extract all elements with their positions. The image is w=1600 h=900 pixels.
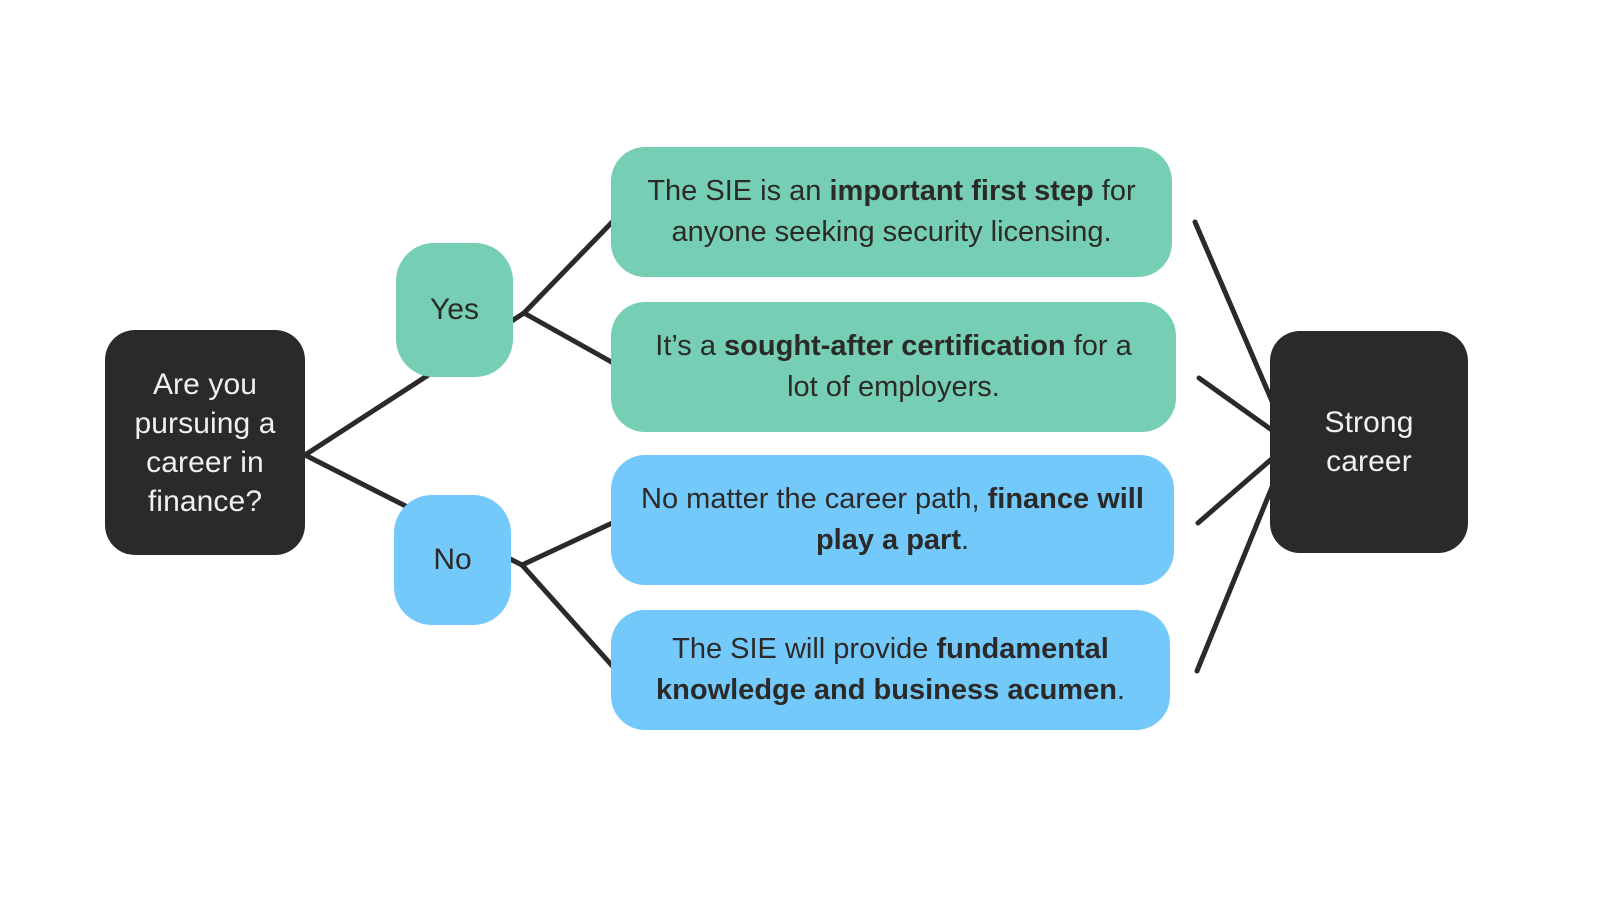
message-segment-plain: for anyone seeking security licensing. — [671, 175, 1136, 248]
message-box-finance-will-play-a-part[interactable]: No matter the career path, finance will … — [611, 455, 1174, 585]
message-segment-plain: for a lot of employers. — [787, 330, 1132, 403]
start-node[interactable]: Are you pursuing a career in finance? — [105, 330, 305, 555]
message-segment-plain: . — [961, 524, 970, 556]
message-segment-bold: sought-after certification — [724, 330, 1066, 363]
message-segment-plain: The SIE is an — [647, 175, 830, 208]
message-box-sought-after-certification[interactable]: It’s a sought-after certification for a … — [611, 302, 1176, 432]
start-node-label: Are you pursuing a career in finance? — [134, 365, 275, 521]
message-segment-plain: No matter the career path, — [641, 483, 988, 516]
message-segment-plain: It’s a — [655, 330, 725, 363]
message-text: The SIE will provide fundamental knowled… — [637, 629, 1144, 710]
edge-no-to-message-3 — [519, 515, 626, 568]
branch-node-no-label: No — [433, 543, 472, 576]
start-node-line-2: pursuing a — [134, 406, 276, 440]
start-node-line-4: finance? — [147, 484, 263, 518]
message-segment-plain: . — [1116, 674, 1125, 706]
message-segment-bold: fundamental knowledge and business acume… — [656, 633, 1117, 706]
message-text: The SIE is an important first step for a… — [637, 171, 1146, 252]
end-node-line-1: Strong — [1324, 406, 1414, 439]
message-box-sie-first-step[interactable]: The SIE is an important first step for a… — [611, 147, 1172, 277]
end-node[interactable]: Strong career — [1270, 331, 1468, 553]
branch-node-yes[interactable]: Yes — [396, 243, 513, 377]
message-segment-plain: The SIE will provide — [672, 633, 937, 666]
edge-no-to-message-4 — [519, 562, 619, 673]
branch-node-yes-label: Yes — [430, 293, 479, 326]
edge-yes-to-message-2 — [521, 310, 627, 372]
edge-yes-to-message-1 — [521, 211, 623, 316]
message-segment-bold: important first step — [829, 175, 1094, 208]
message-text: No matter the career path, finance will … — [637, 479, 1148, 560]
message-box-fundamental-knowledge[interactable]: The SIE will provide fundamental knowled… — [611, 610, 1170, 730]
branch-node-no[interactable]: No — [394, 495, 511, 625]
message-segment-bold: finance will play a part — [815, 483, 1144, 556]
start-node-line-1: Are you — [152, 367, 258, 401]
end-node-line-2: career — [1326, 445, 1412, 478]
message-text: It’s a sought-after certification for a … — [637, 326, 1150, 407]
start-node-line-3: career in — [146, 445, 264, 479]
end-node-label: Strong career — [1325, 403, 1414, 481]
